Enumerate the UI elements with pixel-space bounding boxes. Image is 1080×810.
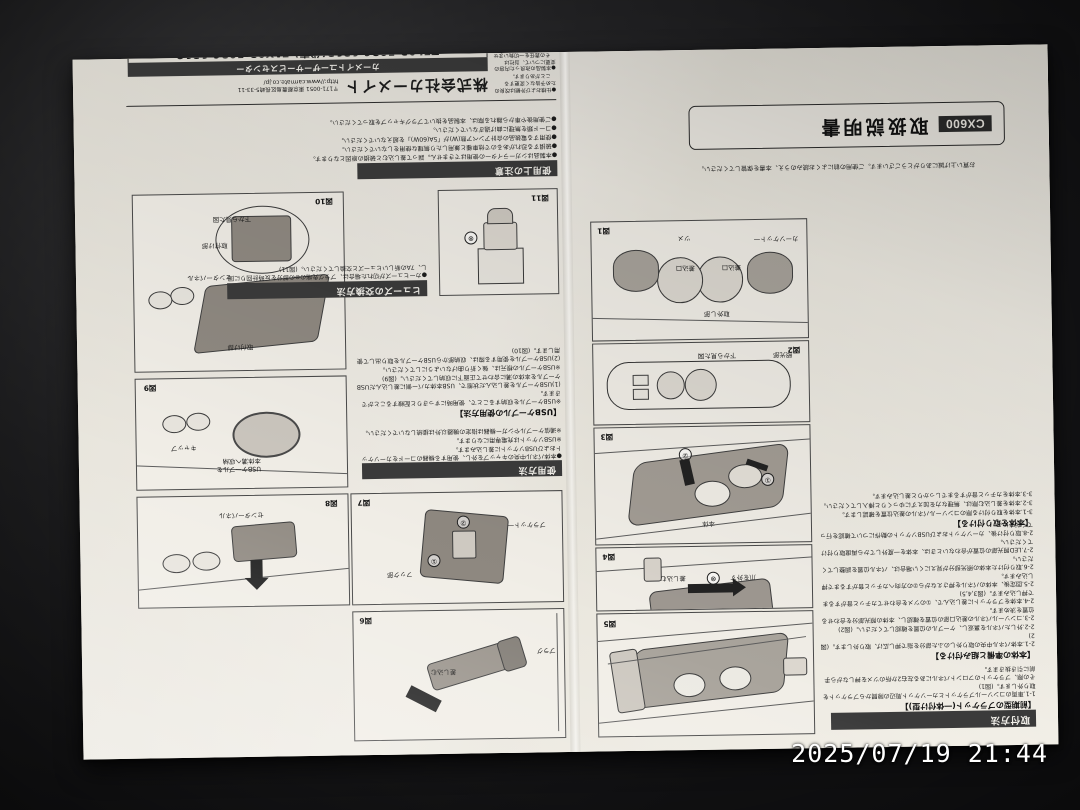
figure-7-label-bracket: ブラケット一 — [507, 520, 546, 529]
title-note: お買い上げ誠にありがとうございます。ご使用の前によくお読みのうえ、本書を保管して… — [697, 160, 976, 172]
figure-5: 図5 — [596, 610, 816, 738]
company-note-1: ●仕様および外観は改良のため予告なく変更する ことがあります。 — [494, 72, 557, 94]
company-name: 株式会社カーメイト — [344, 75, 489, 96]
figure-3-label: 図3 — [600, 432, 614, 442]
usb-item-4: (2)USBケーブルを使用する際は、収納部からUSBケーブルを取り出して使用しま… — [356, 346, 561, 365]
figure-11: ⊗ 図11 — [437, 188, 560, 296]
figure-9-label-store: 本体溝へ収納 — [222, 456, 261, 466]
figure-10-label-centerpanel: センターパネル — [187, 273, 233, 282]
company-postal-address: 〒171-0051 東京都豊島区長崎5-33-11 — [237, 84, 339, 93]
figure-8: センターパネル 図8 — [136, 493, 351, 609]
figure-11-fuse-mark: ⊗ — [464, 231, 478, 245]
body-item-4: 2-4.本体をブラケットに差し込んで、①のツメを合わせてカチッと音がするまで押し… — [822, 588, 1035, 608]
figure-4-label-release: 爪を外す — [730, 573, 756, 582]
arrow-insert-icon — [687, 583, 735, 594]
figure-10-label: 図10 — [315, 196, 333, 206]
page-title: 取扱説明書 — [818, 113, 929, 138]
figure-1-label-removal: 取外し部 — [704, 309, 730, 318]
figure-1-label-claw: ツメ — [677, 234, 691, 243]
body-item-6: 2-6.取り付けた本体の照光部分が見えにくい場合は、パネル位置を調整してください… — [821, 554, 1034, 574]
figure-7-step-2: ② — [456, 515, 470, 529]
figure-6-label: 図6 — [359, 616, 373, 626]
figure-8-label: 図8 — [324, 498, 338, 508]
company-url[interactable]: http://www.carmate.co.jp/ — [263, 77, 339, 85]
figure-10-label-bottomview: 下から見た図 — [212, 214, 252, 224]
section-header-installation: 取付方法 — [830, 710, 1037, 730]
title-block: CX600 取扱説明書 — [688, 101, 1006, 151]
figure-4: 差し込む 爪を外す ⊗ 図4 — [595, 544, 814, 612]
usb-item-2: (1)USBケーブルを差し込んだ状態で、USB本体カバー側に差し込んだUSBケー… — [356, 372, 561, 391]
body-item-3: 2-3.コンソールパネルの差込口部の位置を確認し、本体の照光部分を合わせる位置を… — [821, 605, 1035, 625]
subheader-usb-usage: 【USBケーブルの使用方法】 — [455, 407, 562, 418]
figure-2-label: 図2 — [787, 345, 801, 355]
body-item-1: 2-1.本体パネル中央の取り外しのふた部分を指で押し広げ、取り外します。(図2) — [820, 632, 1035, 651]
figure-9-label-cap: キャップ — [171, 443, 197, 453]
fuse-item-1: ●カーヒューズが切れた場合は、プラグ先端の⊗の部分を反時計回りに回し、7Aの新し… — [227, 263, 428, 282]
figure-3: 本体 ① ② 図3 — [593, 424, 813, 546]
divider-rule — [126, 99, 557, 107]
usage-item-1: ●本体パネル中央のキャップを外し、使用する機器のコードをカーソケットおよびUSB… — [361, 444, 562, 463]
figure-9-label: 図9 — [143, 383, 157, 393]
camera-timestamp-overlay: 2025/07/19 21:44 — [791, 739, 1048, 768]
figure-6-plug: プラグ 差し込む 図6 — [352, 608, 567, 742]
install-item-1: 1-1.車両のコンソールブラケットとカーソケット周辺の隙間からブラケットを取り外… — [822, 682, 1036, 701]
figure-4-label-insert: 差し込む — [660, 574, 686, 583]
figure-1-label-slotL: 差込口 — [721, 263, 741, 272]
figure-4-label: 図4 — [602, 552, 616, 562]
figure-7-label: 図7 — [357, 498, 371, 508]
figure-1-label: 図1 — [597, 226, 610, 236]
figure-2: 下から見た図 照光部 図2 — [592, 340, 811, 426]
install-item-2: その際、ブラケットのフロントパネルにある左右2か所のツメを押しながら手前に引き抜… — [824, 665, 1036, 684]
company-note-2: ●本製品の改良った内容の変更について、当社は その責任を一切負いません。 — [493, 44, 556, 72]
section-header-fuse: ヒューズの交換方法 — [227, 280, 428, 300]
section-header-usage-method: 使用方法 — [361, 460, 563, 480]
body-item-7: 2-7.LED照光部の位置が合わないときは、本体を一度外してから再度取り付けてく… — [820, 537, 1034, 557]
subheader-body-prepare: 【本体の準備と組み付ける】 — [930, 649, 1036, 661]
model-badge: CX600 — [938, 115, 992, 133]
figure-6-label-plug: プラグ — [536, 646, 556, 655]
figure-5-label: 図5 — [603, 619, 617, 629]
figure-11-label: 図11 — [531, 193, 549, 203]
usb-item-1: ※USBケーブルを収納することで、使用時にすっきりと配線することができます。 — [361, 389, 562, 408]
figure-9: キャップ USBケーブルを 本体溝へ収納 図9 — [134, 375, 349, 491]
body-item-5: 2-5.固定後、本体のパネルを押さえながら②の方向へカチッと音がするまで押し込み… — [821, 571, 1034, 591]
figure-2-label-bottomview: 下から見た図 — [697, 351, 737, 360]
figure-7: ① ② ブラケット一 フック部 図7 — [350, 490, 565, 606]
section-header-cautions: 使用上の注意 — [357, 160, 558, 180]
figure-8-label-centerpanel: センターパネル — [219, 510, 264, 520]
figure-6-label-insert: 差し込む — [430, 667, 457, 677]
figure-1: カーソケット一 ツメ 差込口 差込口 取外し部 図1 — [590, 218, 810, 342]
figure-1-label-slotR: 差込口 — [675, 263, 695, 273]
figure-7-label-hook: フック部 — [387, 570, 413, 579]
figure-10-label-mount-top: 取付け部 — [227, 342, 254, 352]
figure-1-label-socket: カーソケット一 — [753, 234, 799, 244]
figure-10-label-mount-bottom: 取付け部 — [201, 241, 228, 250]
document-number: No.45097868 — [513, 44, 556, 52]
paper-sheet: 取付方法 【前期型のブラケット(一体付け型)】 1-1.車両のコンソールブラケッ… — [72, 44, 1059, 760]
manual-page: 取付方法 【前期型のブラケット(一体付け型)】 1-1.車両のコンソールブラケッ… — [72, 44, 1059, 760]
